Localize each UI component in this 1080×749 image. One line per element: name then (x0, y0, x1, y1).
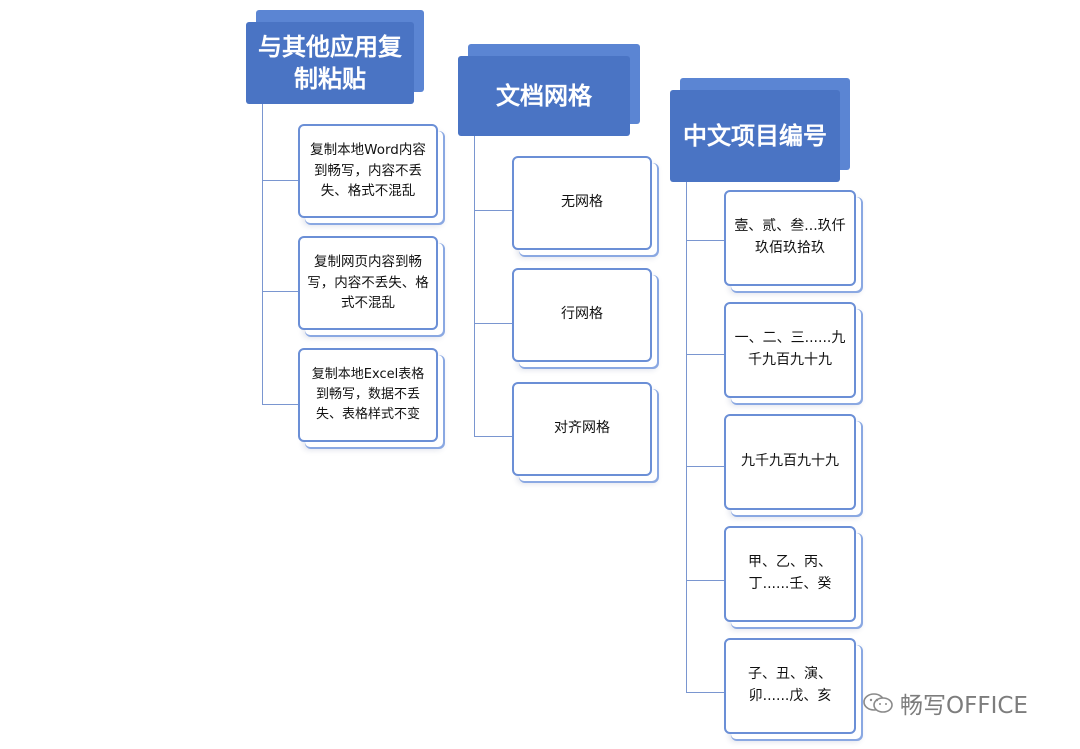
connector-line (686, 354, 724, 355)
header-copy-paste-label: 与其他应用复制粘贴 (258, 32, 402, 93)
node-no-grid: 无网格 (512, 156, 652, 250)
node-align-grid-text: 对齐网格 (554, 420, 610, 437)
header-doc-grid: 文档网格 (458, 56, 630, 136)
wechat-icon (863, 693, 893, 713)
node-formal-numerals: 壹、贰、叁...玖仟玖佰玖拾玖 (724, 190, 856, 286)
node-copy-word-text: 复制本地Word内容到畅写，内容不丢失、格式不混乱 (310, 141, 426, 200)
node-compact-numerals: 九千九百九十九 (724, 414, 856, 510)
connector-line (262, 180, 298, 181)
node-line-grid-text: 行网格 (561, 306, 603, 323)
node-copy-excel: 复制本地Excel表格到畅写，数据不丢失、表格样式不变 (298, 348, 438, 442)
node-compact-numerals-text: 九千九百九十九 (741, 453, 839, 470)
connector-line (262, 104, 263, 404)
node-common-numerals: 一、二、三......九千九百九十九 (724, 302, 856, 398)
connector-line (686, 182, 687, 692)
connector-line (686, 240, 724, 241)
node-copy-web: 复制网页内容到畅写，内容不丢失、格式不混乱 (298, 236, 438, 330)
header-doc-grid-label: 文档网格 (496, 81, 592, 110)
header-chinese-numbering-label: 中文项目编号 (683, 121, 827, 150)
header-chinese-numbering: 中文项目编号 (670, 90, 840, 182)
connector-line (686, 466, 724, 467)
node-copy-excel-text: 复制本地Excel表格到畅写，数据不丢失、表格样式不变 (311, 366, 425, 423)
node-line-grid: 行网格 (512, 268, 652, 362)
node-copy-word: 复制本地Word内容到畅写，内容不丢失、格式不混乱 (298, 124, 438, 218)
connector-line (686, 580, 724, 581)
watermark: 畅写OFFICE (862, 686, 1028, 720)
node-heavenly-stems-text: 甲、乙、丙、丁......壬、癸 (748, 554, 832, 592)
connector-line (474, 323, 512, 324)
node-common-numerals-text: 一、二、三......九千九百九十九 (734, 330, 846, 368)
node-heavenly-stems: 甲、乙、丙、丁......壬、癸 (724, 526, 856, 622)
connector-line (262, 404, 298, 405)
node-earthly-branches-text: 子、丑、演、卯......戊、亥 (748, 666, 832, 704)
connector-line (686, 692, 724, 693)
node-no-grid-text: 无网格 (561, 194, 603, 211)
node-formal-numerals-text: 壹、贰、叁...玖仟玖佰玖拾玖 (734, 218, 846, 256)
node-earthly-branches: 子、丑、演、卯......戊、亥 (724, 638, 856, 734)
connector-line (262, 291, 298, 292)
connector-line (474, 436, 512, 437)
connector-line (474, 136, 475, 436)
watermark-text: 畅写OFFICE (900, 693, 1028, 719)
node-align-grid: 对齐网格 (512, 382, 652, 476)
node-copy-web-text: 复制网页内容到畅写，内容不丢失、格式不混乱 (307, 253, 429, 312)
header-copy-paste: 与其他应用复制粘贴 (246, 22, 414, 104)
connector-line (474, 210, 512, 211)
